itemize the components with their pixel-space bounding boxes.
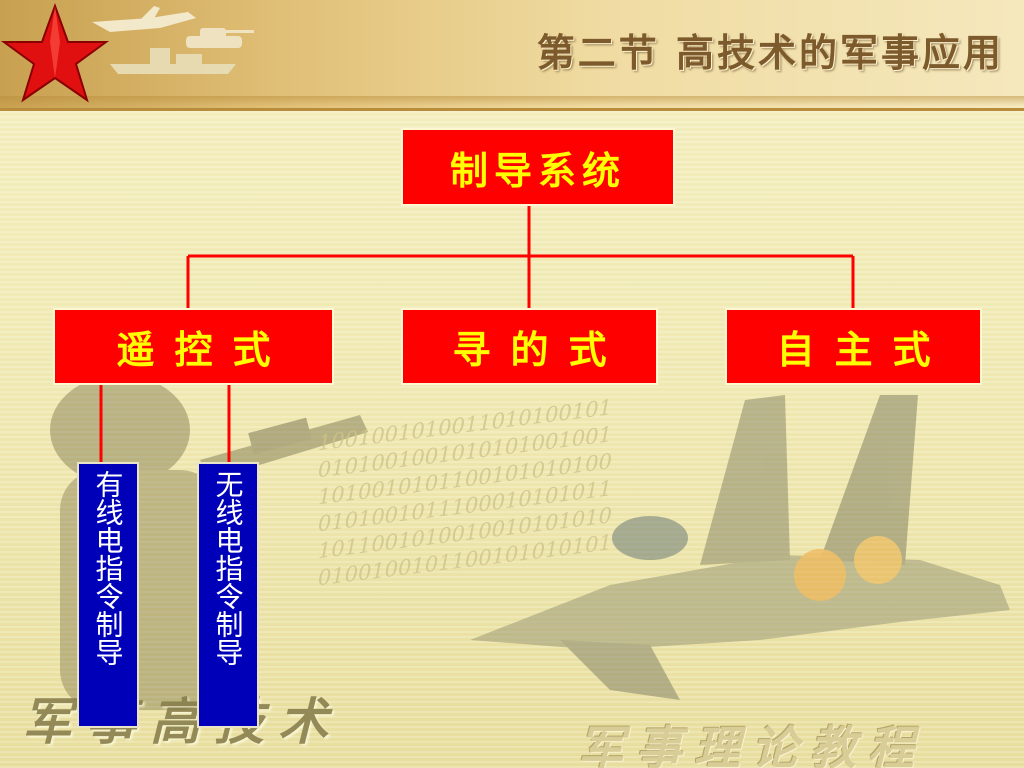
sub-box-wired-command: 有线电指令制导 xyxy=(77,462,139,728)
header-glow xyxy=(0,96,1024,106)
slide-title: 第二节 高技术的军事应用 xyxy=(536,31,1004,75)
root-box-guidance-system: 制导系统 xyxy=(401,128,675,206)
sub-box-label: 无线电指令制导 xyxy=(211,470,245,666)
red-star-icon xyxy=(0,3,110,103)
child-box-homing: 寻的式 xyxy=(401,308,658,385)
fighter-jet-icon xyxy=(92,6,196,32)
fighter-jet-silhouette-icon xyxy=(470,395,1010,700)
tank-icon xyxy=(186,28,254,48)
child-box-remote-control: 遥控式 xyxy=(53,308,334,385)
sub-box-label: 有线电指令制导 xyxy=(91,470,125,666)
child-box-label: 自主式 xyxy=(776,327,951,372)
child-box-label: 寻的式 xyxy=(452,327,627,372)
watermark-left: 军事高技术 xyxy=(22,693,342,751)
root-box-label: 制导系统 xyxy=(449,147,626,193)
child-box-autonomous: 自主式 xyxy=(725,308,982,385)
watermark-right: 军事理论教程 xyxy=(578,721,926,768)
header-art xyxy=(0,3,254,103)
warship-icon xyxy=(110,48,236,74)
child-box-label: 遥控式 xyxy=(116,327,291,372)
sub-box-wireless-command: 无线电指令制导 xyxy=(197,462,259,728)
